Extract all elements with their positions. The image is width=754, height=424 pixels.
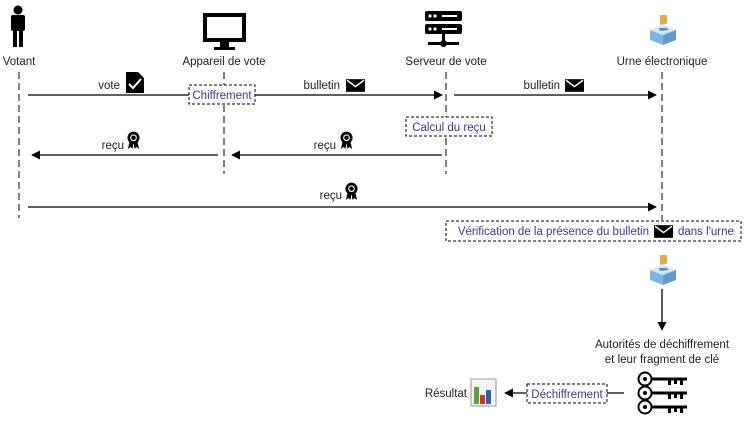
actor-voter-label: Votant (3, 56, 36, 68)
step-receipt-calc-label: Calcul du reçu (412, 122, 486, 134)
step-decryption: Déchiffrement (526, 383, 608, 404)
result-label: Résultat (425, 388, 468, 400)
server-icon (425, 11, 462, 47)
step-verification-pre: Vérification de la présence du bulletin (458, 226, 649, 238)
monitor-icon (203, 13, 246, 50)
message-ballot-2: bulletin (524, 80, 560, 92)
message-vote: vote (98, 80, 120, 92)
ballot-box-icon (650, 15, 676, 45)
step-encryption: Chiffrement (188, 84, 256, 105)
actor-ballot-box-label: Urne électronique (617, 56, 708, 68)
actor-server-label: Serveur de vote (405, 56, 486, 68)
ballot-box-icon (650, 255, 676, 285)
ribbon-icon (127, 131, 140, 149)
bar-chart-icon (470, 378, 497, 407)
person-icon (11, 5, 25, 47)
message-receipt-3: reçu (320, 190, 342, 202)
step-decryption-label: Déchiffrement (531, 389, 603, 401)
actor-device-label: Appareil de vote (182, 56, 265, 68)
message-receipt-1: reçu (102, 140, 124, 152)
message-receipt-2: reçu (314, 140, 336, 152)
envelope-icon (346, 79, 365, 92)
envelope-icon (654, 225, 673, 238)
step-verification: Vérification de la présence du bulletin … (445, 220, 742, 242)
step-encryption-label: Chiffrement (192, 90, 252, 102)
step-receipt-calc: Calcul du reçu (405, 116, 493, 137)
ribbon-icon (345, 182, 358, 200)
authorities-line2: et leur fragment de clé (605, 354, 719, 366)
step-verification-post: dans l'urne (678, 226, 734, 238)
ribbon-icon (340, 131, 353, 149)
vote-document-icon (126, 72, 144, 93)
message-ballot-1: bulletin (304, 80, 340, 92)
keys-icon (637, 371, 689, 415)
envelope-icon (565, 79, 584, 92)
authorities-line1: Autorités de déchiffrement (595, 339, 730, 351)
